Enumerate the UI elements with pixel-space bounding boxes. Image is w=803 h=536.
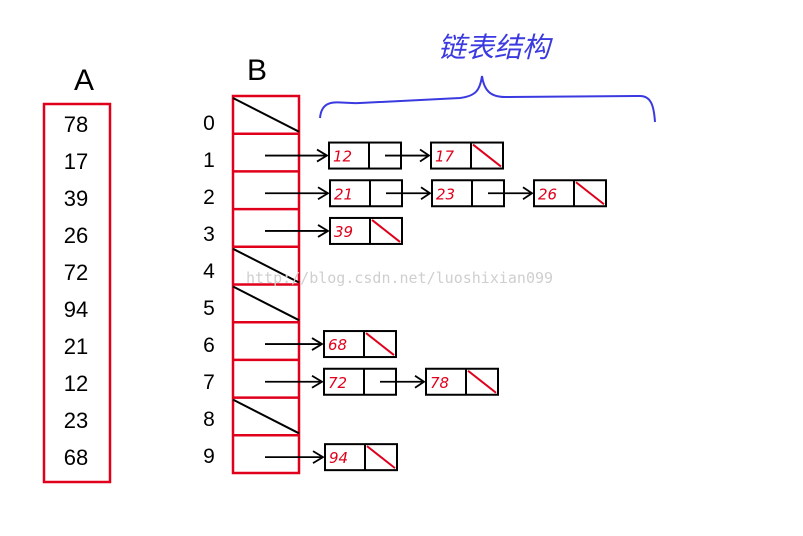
node-value: 94 xyxy=(329,449,348,467)
arrow-head xyxy=(316,148,329,163)
array-b-index: 7 xyxy=(203,371,215,394)
array-b-index: 2 xyxy=(203,186,215,209)
array-a-values: 78 17 39 26 72 94 21 12 23 68 xyxy=(64,112,88,470)
arrow-head xyxy=(312,450,325,464)
array-b-title: B xyxy=(247,54,267,87)
arrow-head xyxy=(317,186,330,201)
array-a-value: 12 xyxy=(64,371,88,396)
arrow-head xyxy=(317,224,330,238)
node-value: 26 xyxy=(538,185,557,203)
array-b-index: 3 xyxy=(203,223,215,246)
node-value: 39 xyxy=(334,223,353,241)
list-node xyxy=(425,367,499,396)
array-a-value: 94 xyxy=(64,297,88,322)
array-a-value: 39 xyxy=(64,186,88,211)
null-slash xyxy=(232,247,300,284)
node-value: 78 xyxy=(430,374,449,392)
array-a-box xyxy=(42,102,112,484)
array-b-indices: 0 1 2 3 4 5 6 7 8 9 xyxy=(203,112,215,468)
arrow-head xyxy=(419,148,431,163)
node-value: 72 xyxy=(328,374,347,392)
null-pointer-slash xyxy=(575,181,605,206)
null-pointer-slash xyxy=(365,332,395,356)
array-a-value: 23 xyxy=(64,408,88,433)
arrow-head xyxy=(414,375,426,389)
null-slash xyxy=(232,285,300,322)
node-value: 68 xyxy=(328,336,347,354)
node-value: 21 xyxy=(334,185,353,203)
array-b-index: 6 xyxy=(203,334,215,357)
linked-list-annotation: 链表结构 xyxy=(438,31,553,64)
array-b-buckets xyxy=(231,94,301,475)
arrow-head xyxy=(522,186,534,200)
linked-list-chains: 12 17 21 23 26 39 68 72 78 94 xyxy=(265,141,607,472)
array-a-value: 21 xyxy=(64,334,88,359)
array-a-value: 68 xyxy=(64,445,88,470)
list-node xyxy=(323,330,397,359)
null-pointer-slash xyxy=(371,219,401,243)
node-value: 12 xyxy=(333,148,352,166)
list-node xyxy=(329,216,403,245)
array-a-value: 17 xyxy=(64,149,88,174)
array-b-index: 1 xyxy=(203,149,215,172)
list-node xyxy=(430,141,504,170)
array-b-index: 4 xyxy=(203,260,215,283)
array-a-title: A xyxy=(74,64,94,97)
null-pointer-slash xyxy=(366,445,396,469)
node-value: 17 xyxy=(435,148,455,166)
null-slash xyxy=(232,97,300,133)
arrow-head xyxy=(420,186,432,200)
annotation-brace xyxy=(319,75,656,123)
list-node xyxy=(533,179,607,208)
arrow-head xyxy=(311,337,324,351)
array-a-value: 26 xyxy=(64,223,88,248)
array-b-index: 9 xyxy=(203,445,215,468)
array-a-value: 72 xyxy=(64,260,88,285)
null-pointer-slash xyxy=(472,143,502,168)
null-pointer-slash xyxy=(467,369,497,394)
array-a-value: 78 xyxy=(64,112,88,137)
array-b-index: 0 xyxy=(203,112,215,135)
node-value: 23 xyxy=(436,185,455,203)
list-node xyxy=(324,443,398,472)
watermark: http://blog.csdn.net/luoshixian099 xyxy=(246,269,553,287)
arrow-head xyxy=(311,374,324,389)
array-b-index: 8 xyxy=(203,408,215,431)
array-b-index: 5 xyxy=(203,297,215,320)
null-slash xyxy=(232,398,300,435)
